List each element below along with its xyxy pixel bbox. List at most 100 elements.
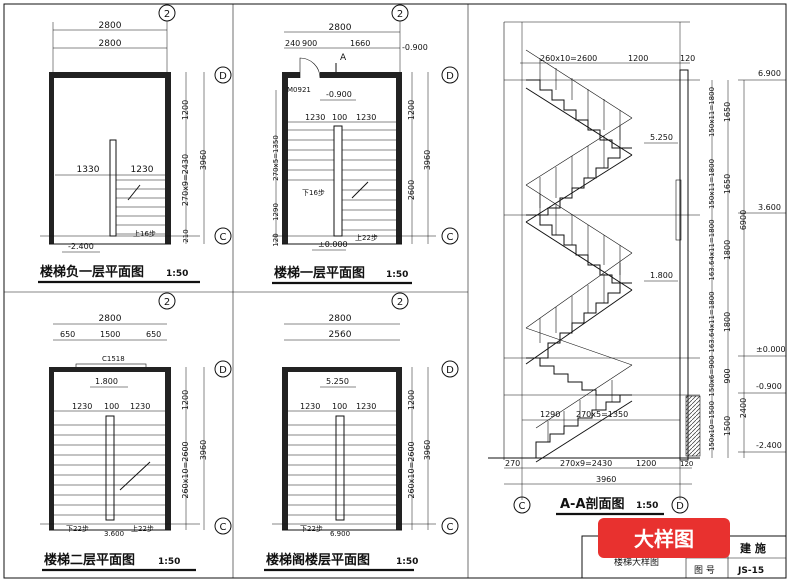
- dim-label: 1330: [77, 165, 100, 175]
- section-mark: A: [340, 53, 347, 63]
- plan-attic: 2 2800 2560 5.250 1230 100 1230 下22步 6.9…: [264, 292, 459, 572]
- wall: [49, 72, 54, 244]
- dim-label: 260x10=2600: [181, 441, 190, 498]
- dim-label: 210: [182, 229, 190, 242]
- dim-label: 120: [680, 54, 695, 63]
- dim-label: 150x10=1500: [708, 401, 716, 451]
- dim-label: 270: [505, 459, 520, 468]
- elevation-label: 3.600: [758, 203, 781, 212]
- dim-label: 1230: [72, 402, 92, 411]
- axis-bubble-c: [441, 517, 459, 535]
- dim-label: 163.64x11=1800: [708, 219, 716, 280]
- axis-label: C: [447, 522, 454, 533]
- plan-basement: 2 2800 2800 1330 1230 上16步 -2.400: [38, 4, 232, 284]
- axis-bubble-c: [214, 227, 232, 245]
- step-label: 下22步: [300, 525, 323, 533]
- axis-label: D: [219, 71, 227, 82]
- axis-bubble-d: [214, 360, 232, 378]
- axis-label: D: [446, 365, 454, 376]
- dim-label: 1230: [131, 165, 154, 175]
- elevation-label: ±0.000: [756, 345, 786, 354]
- dim-label: 240: [285, 39, 300, 48]
- dim-label: 100: [332, 402, 347, 411]
- view-title: 楼梯二层平面图: [44, 552, 135, 568]
- elevation-label: 3.600: [104, 530, 124, 538]
- elevation-label: -0.900: [402, 43, 428, 52]
- view-title: 楼梯负一层平面图: [40, 264, 144, 280]
- drawing-no-label: 图 号: [694, 565, 715, 576]
- dim-label: 1500: [100, 330, 120, 339]
- dim-label: 1230: [356, 113, 376, 122]
- view-title: 楼梯阁楼层平面图: [266, 552, 370, 568]
- elevation-label: 6.900: [330, 530, 350, 538]
- dim-label: 2800: [99, 39, 122, 49]
- sheet-border: [3, 3, 787, 579]
- axis-label: D: [676, 501, 684, 512]
- axis-bubble-d: [214, 66, 232, 84]
- dim-label: 6900: [739, 210, 748, 230]
- elevation-label: -2.400: [68, 242, 94, 251]
- axis-label: C: [220, 522, 227, 533]
- right-elevations: 6.900 3.600 ±0.000 -0.900 -2.400: [738, 69, 786, 453]
- dim-label: 1200: [181, 390, 190, 410]
- elevation-label: 1.800: [95, 377, 118, 386]
- dim-label: 650: [146, 330, 161, 339]
- dim-label: 1200: [181, 100, 190, 120]
- elevation-label: 5.250: [326, 377, 349, 386]
- axis-label: 2: [397, 297, 403, 308]
- dim-label: 1200: [407, 100, 416, 120]
- view-scale: 1:50: [166, 269, 188, 279]
- stair-flight: [54, 415, 165, 521]
- dim-label: 270x9=2430: [560, 459, 612, 468]
- dim-label: 1200: [407, 390, 416, 410]
- stair-flight: [525, 79, 633, 463]
- hatched-wall: [685, 395, 701, 457]
- dim-label: 1650: [723, 174, 732, 194]
- dim-label: 2400: [739, 398, 748, 418]
- dim-label: 1230: [356, 402, 376, 411]
- axis-label: C: [220, 232, 227, 243]
- dim-label: 100: [332, 113, 347, 122]
- axis-bubble-d: [441, 66, 459, 84]
- axis-bubble-c: [214, 517, 232, 535]
- dim-label: 150x6=900: [708, 355, 716, 396]
- dim-label: 1290: [272, 203, 280, 221]
- view-title: 楼梯一层平面图: [274, 265, 365, 281]
- dim-label: 1230: [305, 113, 325, 122]
- door-swing: [299, 57, 321, 79]
- view-title: A-A剖面图: [560, 496, 625, 512]
- dim-label: 1800: [723, 240, 732, 260]
- dim-label: 2800: [99, 21, 122, 31]
- axis-label: C: [519, 501, 526, 512]
- elevation-label: -0.900: [756, 382, 782, 391]
- axis-bubble-d: [671, 496, 689, 514]
- view-scale: 1:50: [386, 270, 408, 280]
- dim-label: 1200: [636, 459, 656, 468]
- axis-bubble-c: [513, 496, 531, 514]
- step-label: 上22步: [131, 524, 154, 533]
- axis-bubble-2: [158, 292, 176, 310]
- view-scale: 1:50: [158, 557, 180, 567]
- dim-label: 150x11=1800: [708, 159, 716, 209]
- dim-label: 3960: [199, 150, 208, 170]
- dim-label: 3960: [199, 440, 208, 460]
- plan-ground: 2 2800 240 900 1660 A -0.900 M0921 -0.90…: [272, 4, 459, 285]
- dim-label: 3960: [596, 475, 616, 484]
- step-label: 上16步: [133, 229, 156, 238]
- wall: [165, 72, 171, 244]
- plan-second: 2 2800 650 1500 650 C1518 1.800 1230 100…: [40, 292, 232, 572]
- dim-label: 3960: [423, 150, 432, 170]
- view-scale: 1:50: [396, 557, 418, 567]
- dim-label: 270x5=1350: [272, 135, 280, 181]
- handrail: [525, 49, 633, 442]
- axis-label: D: [446, 71, 454, 82]
- dim-label: 2800: [329, 314, 352, 324]
- step-label: 下22步: [66, 525, 89, 533]
- axis-label: D: [219, 365, 227, 376]
- dim-label: 100: [104, 402, 119, 411]
- axis-bubble-2: [391, 292, 409, 310]
- wall: [49, 72, 171, 78]
- step-label: 下16步: [302, 189, 325, 197]
- dim-label: 2560: [329, 330, 352, 340]
- landing-elevation: 5.250: [650, 133, 673, 142]
